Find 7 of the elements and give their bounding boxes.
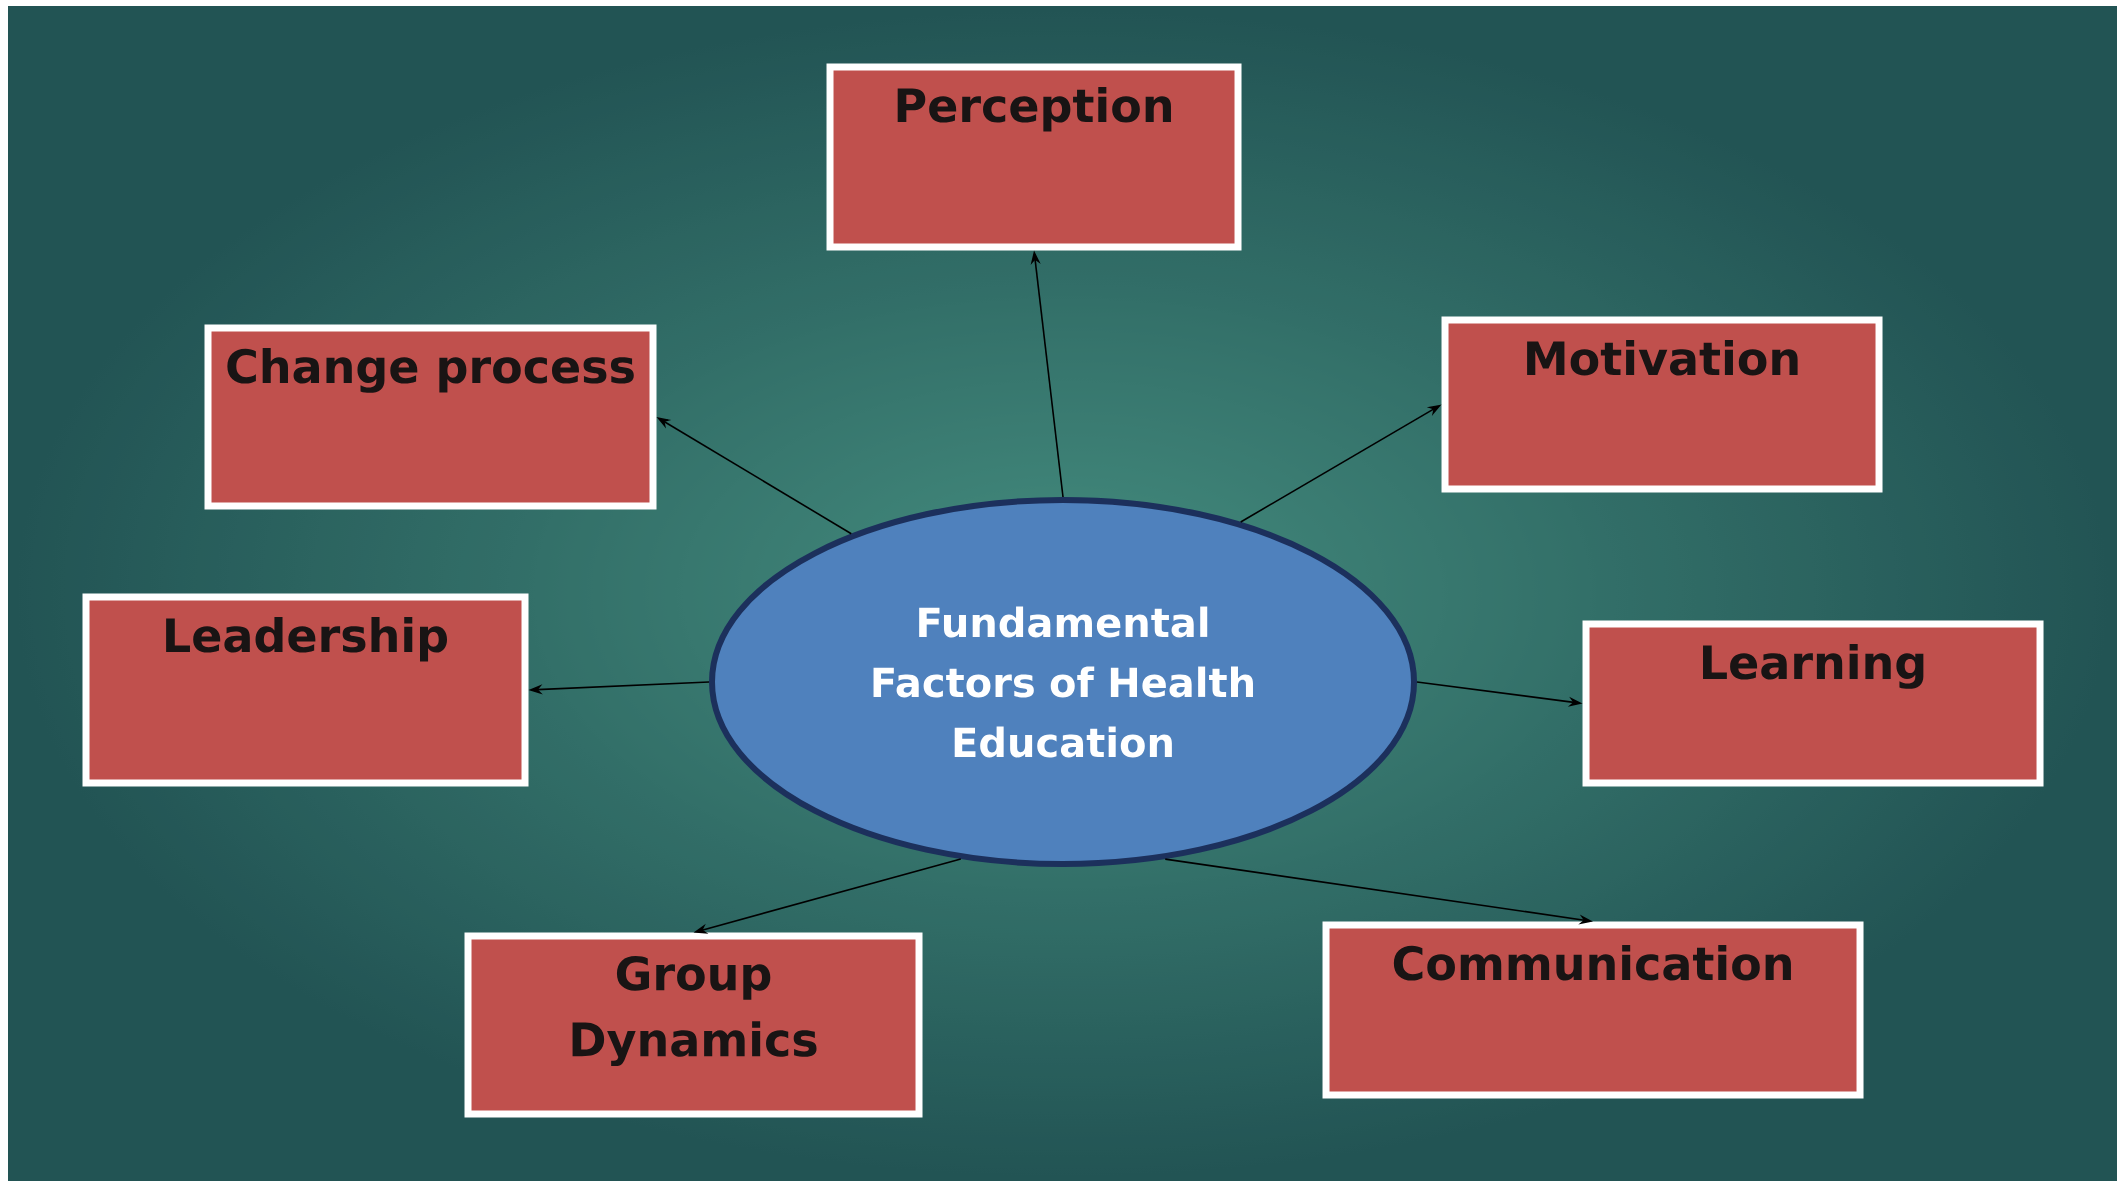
factor-box: Leadership: [82, 593, 529, 787]
factor-box: Group Dynamics: [464, 932, 923, 1118]
factor-box: Perception: [826, 63, 1242, 251]
factor-box: Learning: [1582, 620, 2044, 787]
factor-box: Communication: [1322, 921, 1864, 1099]
factor-box: Change process: [204, 324, 657, 510]
factor-box: Motivation: [1441, 316, 1883, 493]
